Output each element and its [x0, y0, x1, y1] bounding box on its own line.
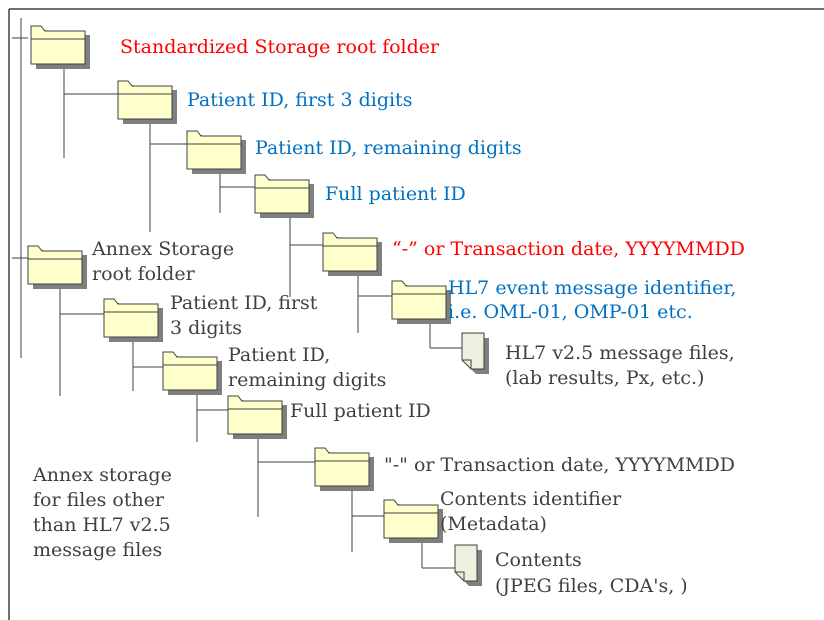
folder-icon — [254, 174, 315, 219]
standard-pid3-label: Patient ID, first 3 digits — [187, 89, 413, 111]
folder-icon — [162, 351, 223, 396]
standardized-root-label: Standardized Storage root folder — [120, 36, 440, 58]
folder-icon — [383, 499, 444, 544]
annex-pidrest-label-line2: remaining digits — [228, 369, 387, 391]
annex-note-line2: for files other — [33, 489, 165, 511]
annex-root-label-line2: root folder — [92, 263, 195, 285]
folder-icon — [117, 80, 178, 125]
annex-note-line3: than HL7 v2.5 — [33, 514, 171, 536]
annex-contents-id-label-line2: (Metadata) — [440, 513, 547, 535]
folder-icon — [27, 245, 88, 290]
standard-event-label-line2: i.e. OML-01, OMP-01 etc. — [448, 301, 693, 323]
annex-fullpid-label: Full patient ID — [290, 400, 431, 422]
tree-connectors — [12, 18, 462, 569]
annex-pidrest-label-line1: Patient ID, — [228, 344, 331, 366]
annex-date-label: "-" or Transaction date, YYYYMMDD — [384, 454, 735, 476]
file-icon — [461, 332, 490, 375]
standard-event-label-line1: HL7 event message identifier, — [448, 277, 737, 299]
annex-pid3-label-line1: Patient ID, first — [170, 292, 318, 314]
annex-root-label-line1: Annex Storage — [92, 238, 235, 260]
folder-icon — [391, 280, 452, 325]
standard-date-label: “-” or Transaction date, YYYYMMDD — [392, 238, 745, 260]
standard-pidrest-label: Patient ID, remaining digits — [255, 137, 522, 159]
standard-fullpid-label: Full patient ID — [325, 183, 466, 205]
folder-icon — [103, 298, 164, 343]
annex-pid3-label-line2: 3 digits — [170, 317, 242, 339]
standard-files-label-line1: HL7 v2.5 message files, — [505, 342, 735, 364]
folder-icon — [322, 232, 383, 277]
folder-icon — [186, 130, 247, 175]
folder-icon — [227, 395, 288, 440]
annex-note-line1: Annex storage — [33, 464, 172, 486]
annex-contents-label-line1: Contents — [495, 549, 582, 571]
standard-files-label-line2: (lab results, Px, etc.) — [505, 367, 705, 389]
folder-icon — [30, 25, 91, 70]
annex-contents-label-line2: (JPEG files, CDA's, ) — [495, 575, 688, 597]
folder-icon — [314, 447, 375, 492]
annex-note-line4: message files — [33, 539, 163, 561]
file-icon — [454, 544, 483, 587]
annex-contents-id-label-line1: Contents identifier — [440, 488, 622, 510]
